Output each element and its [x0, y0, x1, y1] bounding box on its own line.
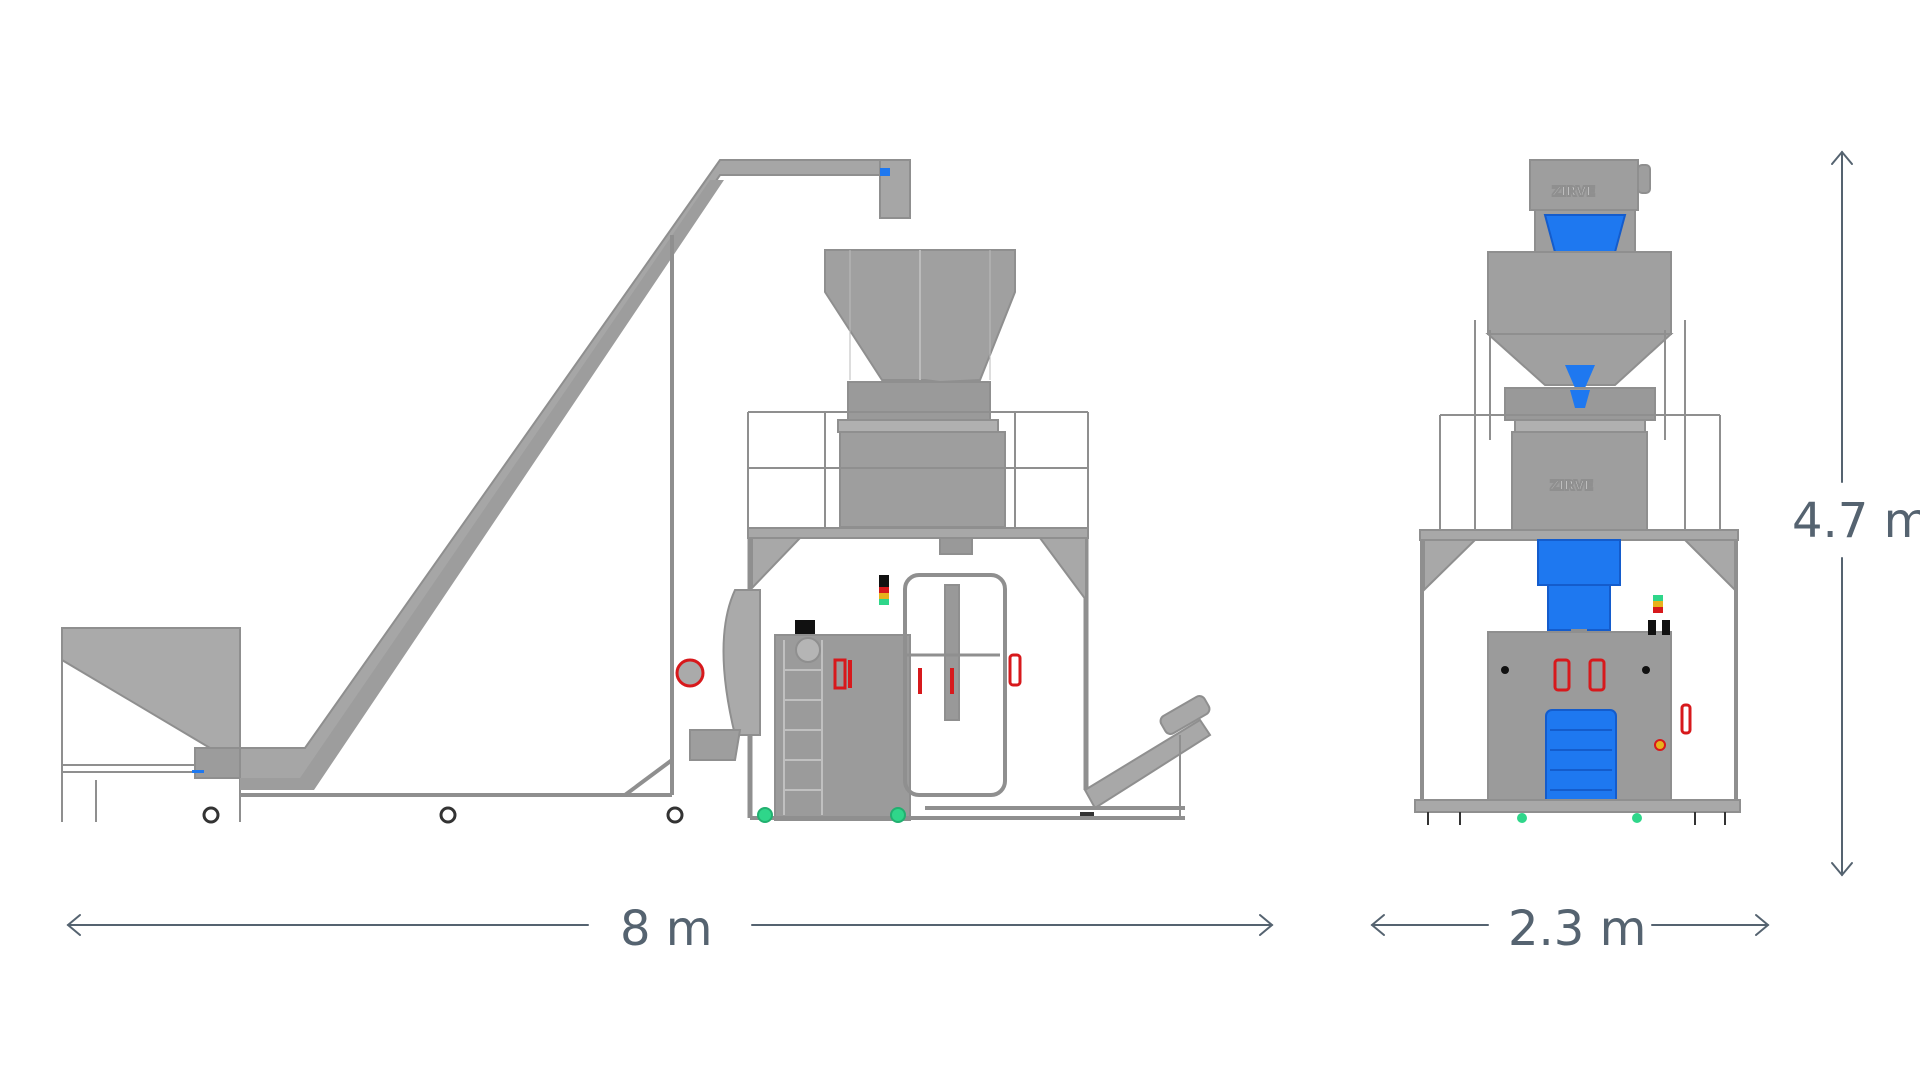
width-dimension-label: 8 m: [620, 901, 713, 957]
incline-conveyor: [239, 159, 911, 824]
logo-top: ZIRVE: [1552, 185, 1595, 200]
side-view: [61, 159, 1212, 824]
feed-hopper: [61, 627, 246, 824]
depth-dimension-label: 2.3 m: [1508, 901, 1647, 957]
packing-unit: [675, 573, 1022, 821]
logo-weigher: ZIRVE: [1550, 479, 1593, 494]
height-dimension-line: [1831, 150, 1853, 877]
top-feed-box: ZIRVE: [1529, 159, 1651, 253]
front-view: ZIRVE ZIRVE: [1414, 159, 1741, 825]
front-railing: [1439, 320, 1721, 530]
outfeed-conveyor: [925, 695, 1212, 820]
weigher-box: ZIRVE: [1511, 431, 1648, 531]
front-frame: [1419, 529, 1739, 800]
front-base: [1414, 799, 1741, 825]
platform-railing: [747, 411, 1089, 528]
depth-dimension-line: [1370, 914, 1770, 936]
height-dimension-label: 4.7 m: [1792, 493, 1920, 549]
front-main-hopper: [1485, 251, 1674, 433]
width-dimension-line: [66, 914, 1274, 936]
dimension-lines: [66, 150, 1853, 936]
side-base: [750, 807, 1185, 823]
top-double-hopper: [824, 249, 1016, 528]
